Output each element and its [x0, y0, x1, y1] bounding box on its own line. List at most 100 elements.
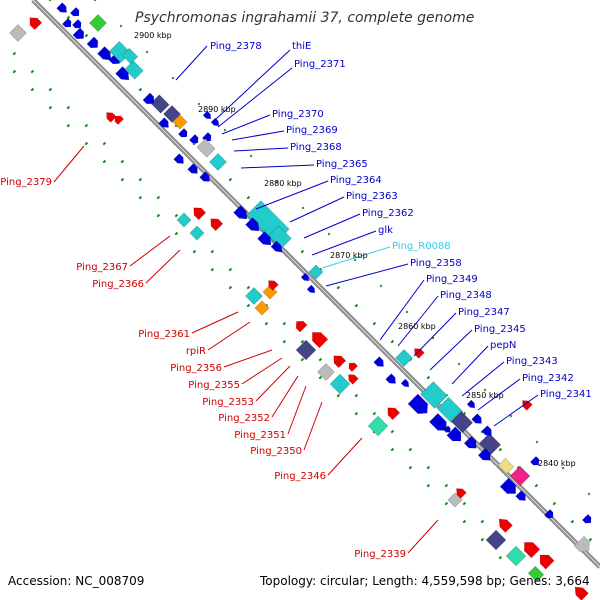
gene-arrow — [295, 320, 308, 333]
gene-label: Ping_2361 — [138, 329, 190, 340]
gene-arrow — [306, 284, 316, 294]
gc-dot-outer — [12, 69, 17, 74]
gc-dot-inner — [48, 87, 53, 92]
gc-dot-far-right — [197, 102, 201, 106]
gc-dot-inner — [84, 123, 89, 128]
leader-line — [327, 437, 363, 476]
gene-label: Ping_2358 — [410, 258, 462, 269]
gc-dot-far-right — [561, 466, 565, 470]
gc-dot-outer — [192, 249, 197, 254]
gc-dot-far-right — [327, 232, 331, 236]
leader-line — [493, 394, 539, 427]
gc-dot-far-right — [457, 362, 461, 366]
gene-box — [189, 225, 205, 241]
gene-arrow — [69, 6, 80, 17]
gene-arrow — [515, 490, 526, 501]
gc-dot-outer — [102, 159, 107, 164]
gene-arrow — [498, 518, 513, 533]
gc-dot-right — [426, 375, 431, 380]
gc-dot-right — [498, 447, 503, 452]
gc-dot-right — [390, 339, 395, 344]
gc-dot-right — [372, 321, 377, 326]
gc-dot-outer — [354, 411, 359, 416]
gene-arrow — [385, 373, 396, 384]
gc-dot-inner — [138, 177, 143, 182]
gc-dot-outer — [444, 501, 449, 506]
leader-line — [407, 519, 439, 554]
gc-dot-inner — [480, 519, 485, 524]
gene-arrow — [158, 117, 169, 128]
gc-dot-outer — [84, 141, 89, 146]
gene-arrow — [574, 586, 589, 600]
gc-dot-far-right — [379, 284, 383, 288]
gene-arrow — [529, 455, 540, 466]
gene-arrow — [429, 413, 447, 431]
gene-box — [308, 264, 324, 280]
gc-dot-inner — [390, 429, 395, 434]
leader-line — [217, 67, 293, 128]
gc-dot-inner — [426, 465, 431, 470]
leader-line — [231, 130, 285, 141]
gene-box — [209, 153, 227, 171]
gc-dot-far-right — [405, 310, 409, 314]
gc-dot-inner — [282, 321, 287, 326]
gc-dot-far-right — [535, 440, 539, 444]
gc-dot-outer — [138, 195, 143, 200]
gene-arrow — [573, 535, 590, 552]
gc-dot-far-right — [509, 414, 513, 418]
gc-dot-far-right — [483, 388, 487, 392]
gene-arrow — [193, 207, 207, 221]
gene-arrow — [348, 362, 359, 373]
gc-dot-inner — [354, 393, 359, 398]
gc-dot-inner — [12, 51, 17, 56]
gene-box — [172, 114, 188, 130]
gc-dot-right — [588, 537, 593, 542]
gene-arrow — [86, 36, 99, 49]
gene-box — [420, 381, 448, 409]
gc-dot-right — [354, 303, 359, 308]
gc-dot-far-right — [275, 180, 279, 184]
gene-box — [329, 373, 351, 395]
accession-text: Accession: NC_008709 — [8, 574, 144, 588]
gc-dot-inner — [318, 357, 323, 362]
gc-dot-outer — [156, 213, 161, 218]
scale-label: 2870 kbp — [330, 251, 368, 260]
gc-dot-outer — [66, 123, 71, 128]
gc-dot-outer — [426, 483, 431, 488]
gc-dot-right — [48, 0, 53, 2]
gene-arrow — [233, 205, 248, 220]
gene-arrow — [539, 554, 555, 570]
leader-line — [429, 329, 473, 371]
gene-arrow — [543, 508, 554, 519]
leader-line — [233, 147, 289, 152]
gene-arrow — [443, 425, 451, 433]
gc-dot-outer — [174, 231, 179, 236]
gc-dot-outer — [210, 267, 215, 272]
gene-arrow — [446, 426, 462, 442]
gene-box — [245, 287, 263, 305]
gene-arrow — [245, 217, 260, 232]
leader-line — [223, 349, 273, 368]
gene-arrow — [466, 399, 476, 409]
gene-box — [254, 300, 270, 316]
gene-label: Ping_2348 — [440, 290, 492, 301]
gc-dot-inner — [462, 501, 467, 506]
leader-line — [215, 49, 291, 120]
gene-arrow — [29, 17, 43, 31]
gene-features — [9, 2, 592, 600]
gc-dot-inner — [174, 213, 179, 218]
label-leader-lines — [53, 45, 539, 554]
gc-dot-right — [246, 195, 251, 200]
scale-label: 2840 kbp — [538, 459, 576, 468]
gene-label: Ping_2351 — [234, 430, 286, 441]
gc-dot-inner — [246, 285, 251, 290]
gene-label: Ping_2341 — [540, 389, 592, 400]
gene-arrow — [373, 356, 384, 367]
gc-dot-right — [516, 465, 521, 470]
gc-dot-right — [300, 249, 305, 254]
gene-label: Ping_2342 — [522, 373, 574, 384]
gene-label: Ping_2378 — [210, 41, 262, 52]
gene-arrow — [177, 127, 188, 138]
